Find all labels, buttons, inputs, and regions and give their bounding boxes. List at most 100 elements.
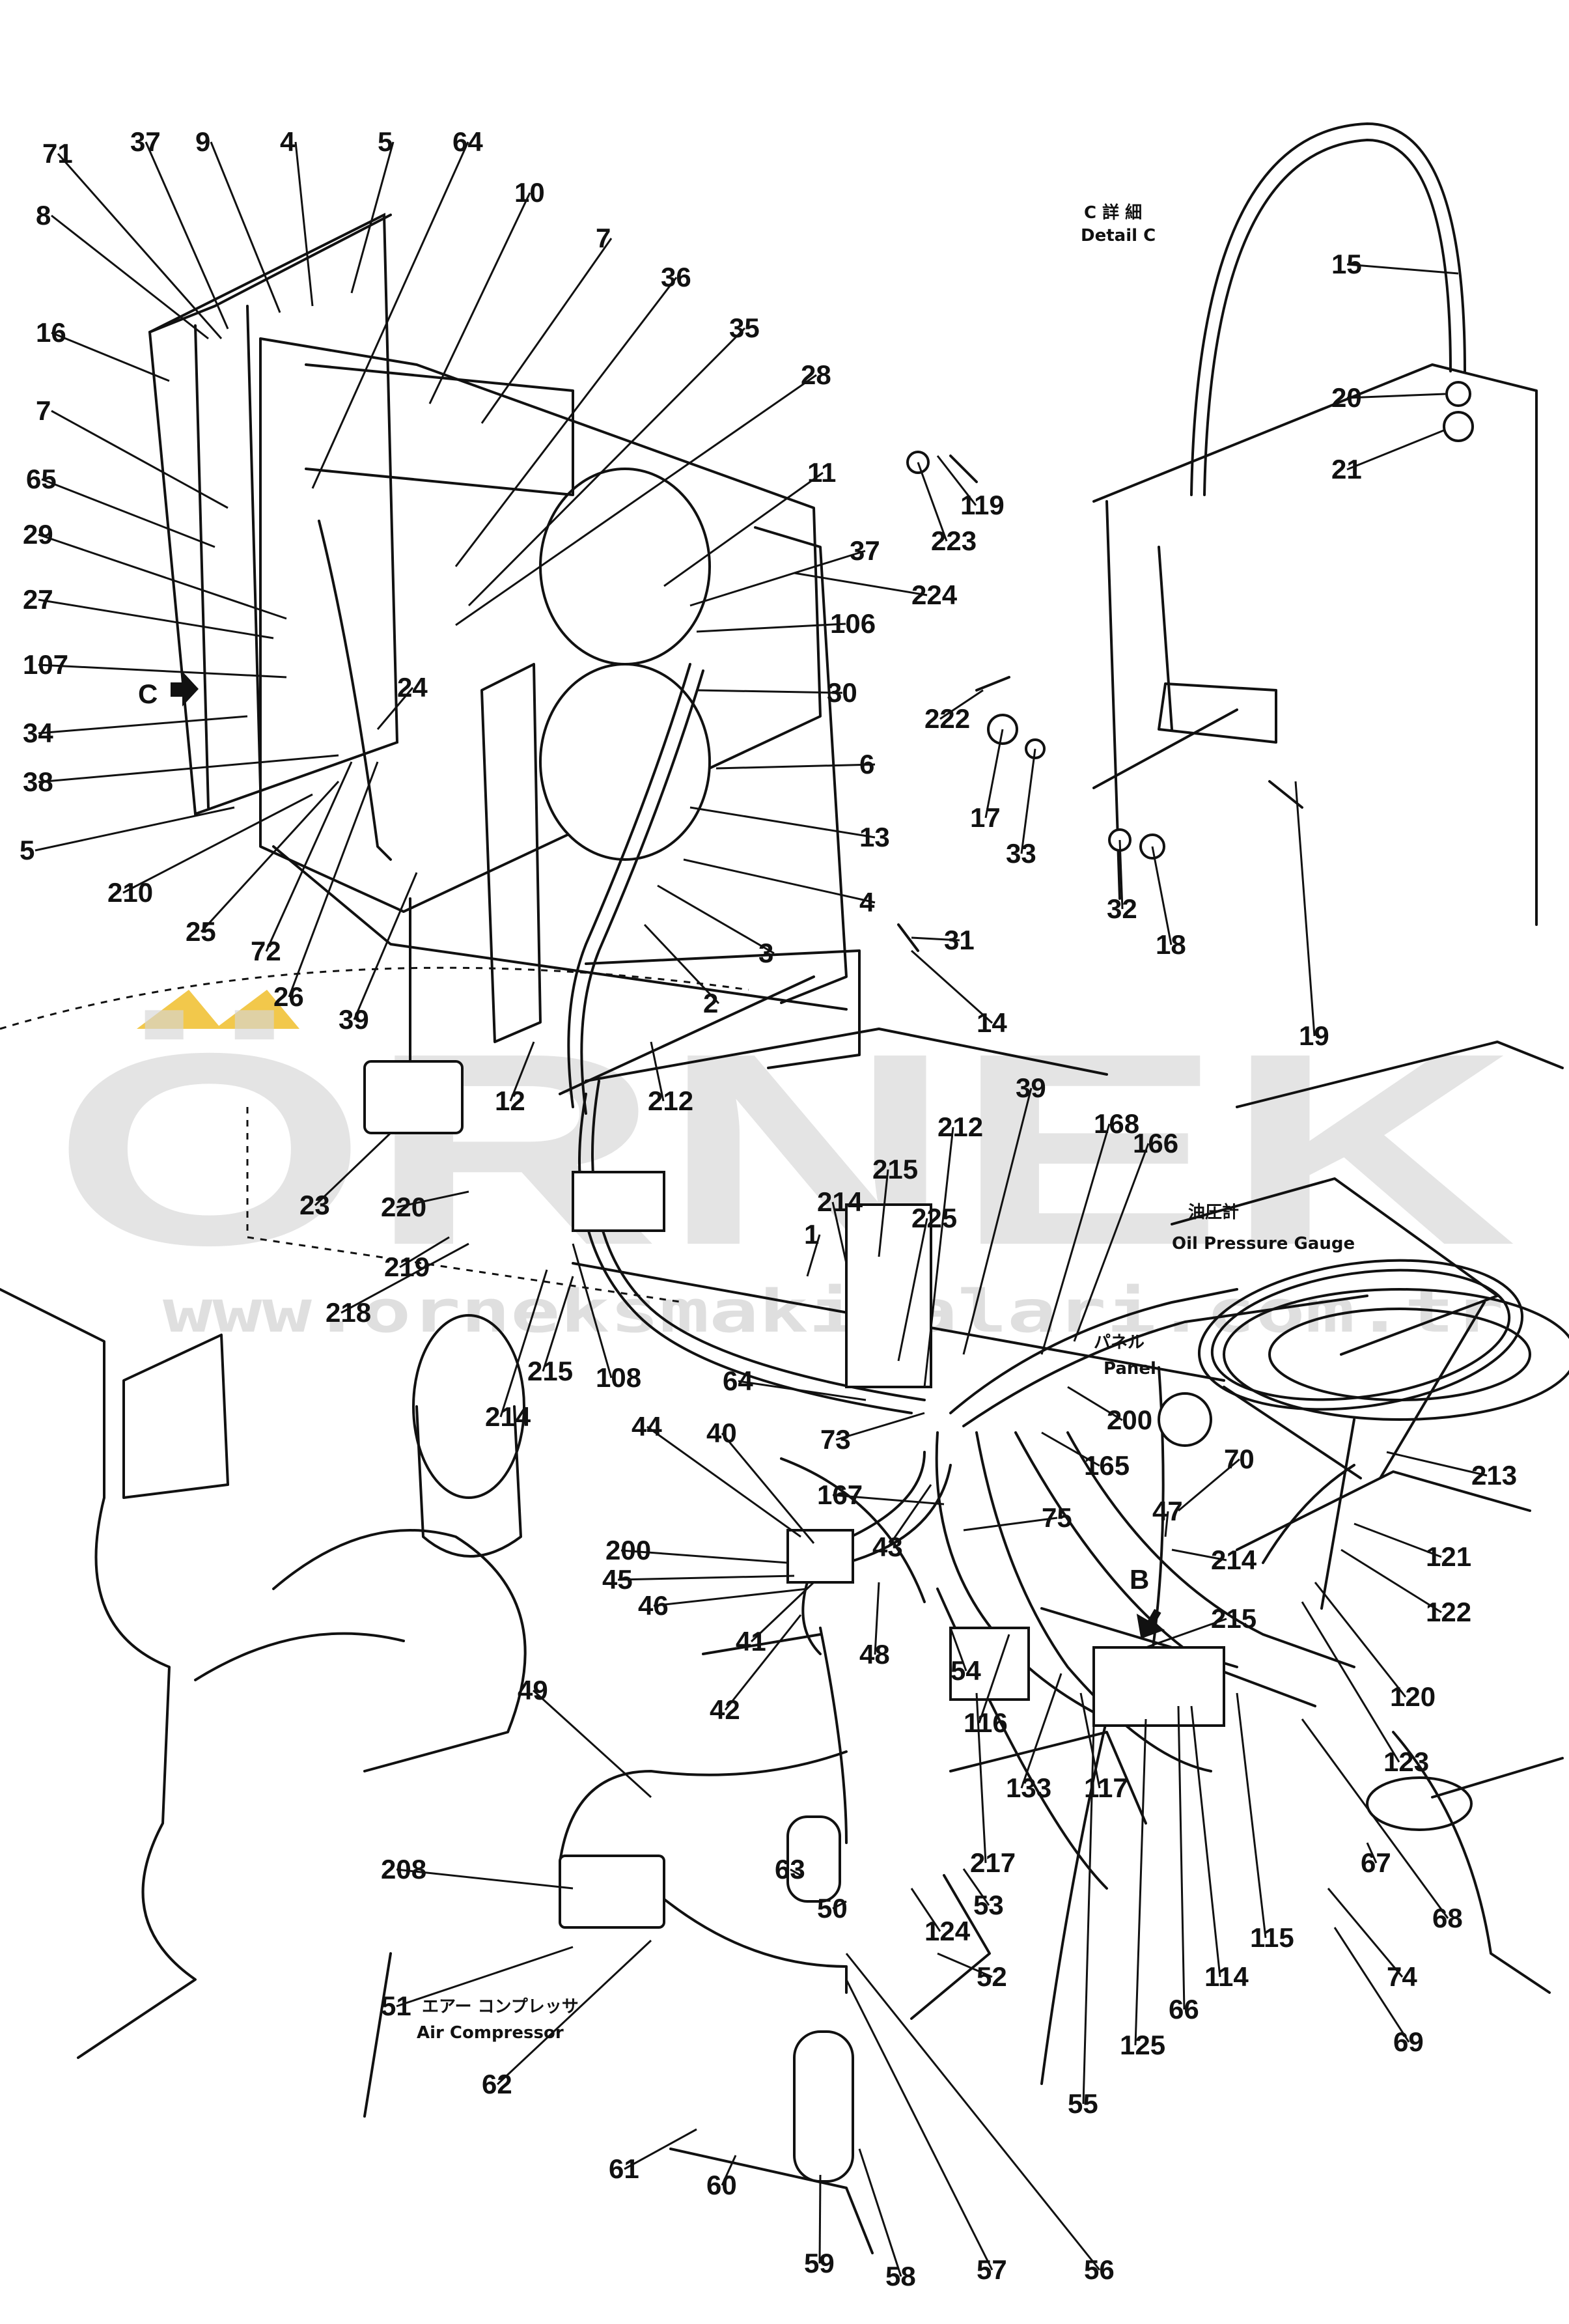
callout-75: 75 bbox=[1042, 1502, 1072, 1533]
leader-line-6 bbox=[715, 763, 876, 770]
bracket-plate bbox=[572, 1171, 665, 1232]
callout-47: 47 bbox=[1152, 1496, 1183, 1526]
leader-line-124 bbox=[910, 1888, 941, 1932]
callout-220: 220 bbox=[381, 1192, 426, 1222]
callout-214: 214 bbox=[1211, 1545, 1257, 1575]
callout-33: 33 bbox=[1006, 838, 1036, 869]
leader-line-19 bbox=[1294, 781, 1316, 1037]
callout-5: 5 bbox=[20, 835, 35, 865]
leader-line-3 bbox=[657, 884, 775, 955]
callout-27: 27 bbox=[23, 584, 53, 615]
note-panel-en: Panel bbox=[1104, 1359, 1156, 1379]
leader-line-16 bbox=[51, 331, 170, 382]
callout-60: 60 bbox=[706, 2170, 737, 2200]
callout-213: 213 bbox=[1471, 1460, 1517, 1491]
callout-65: 65 bbox=[26, 464, 57, 494]
leader-line-117 bbox=[1079, 1692, 1101, 1789]
callout-106: 106 bbox=[830, 608, 876, 639]
leader-line-28 bbox=[455, 374, 817, 626]
leader-line-34 bbox=[38, 715, 248, 735]
callout-29: 29 bbox=[23, 519, 53, 550]
callout-52: 52 bbox=[977, 1961, 1007, 1992]
callout-222: 222 bbox=[924, 703, 970, 734]
callout-10: 10 bbox=[514, 177, 545, 208]
callout-123: 123 bbox=[1383, 1746, 1429, 1777]
callout-119: 119 bbox=[960, 490, 1005, 520]
note-panel-jp: パネル bbox=[1094, 1333, 1145, 1352]
callout-212: 212 bbox=[648, 1085, 693, 1116]
callout-32: 32 bbox=[1107, 893, 1137, 924]
callout-70: 70 bbox=[1224, 1444, 1255, 1474]
callout-9: 9 bbox=[195, 126, 210, 157]
leader-line-55 bbox=[1082, 1725, 1095, 2105]
callout-66: 66 bbox=[1169, 1994, 1199, 2024]
leader-line-215 bbox=[1145, 1617, 1227, 1649]
leader-line-223 bbox=[917, 462, 948, 542]
callout-215: 215 bbox=[1211, 1603, 1257, 1634]
leader-line-212 bbox=[650, 1041, 665, 1102]
callout-8: 8 bbox=[36, 200, 51, 231]
leader-line-18 bbox=[1151, 846, 1173, 945]
callout-214: 214 bbox=[817, 1186, 863, 1217]
leader-line-20 bbox=[1346, 393, 1446, 399]
callout-35: 35 bbox=[729, 313, 760, 343]
callout-25: 25 bbox=[186, 916, 216, 947]
note-compressor-jp: エアー コンプレッサ bbox=[422, 1997, 579, 2017]
callout-120: 120 bbox=[1390, 1681, 1436, 1712]
watermark: ÖRNEK www.orneksmakinalari.com.tr bbox=[52, 990, 1517, 1346]
leader-line-58 bbox=[858, 2148, 902, 2277]
callout-115: 115 bbox=[1250, 1922, 1294, 1953]
leader-line-219 bbox=[399, 1236, 450, 1268]
callout-23: 23 bbox=[299, 1190, 330, 1220]
callout-7: 7 bbox=[36, 395, 51, 426]
leader-line-45 bbox=[617, 1575, 795, 1581]
leader-line-52 bbox=[937, 1952, 993, 1978]
arrow-c-label: C bbox=[138, 679, 158, 709]
leader-line-166 bbox=[1073, 1143, 1150, 1342]
leader-line-7 bbox=[480, 238, 613, 424]
callout-166: 166 bbox=[1133, 1128, 1178, 1158]
leader-line-71 bbox=[57, 153, 223, 339]
leader-line-30 bbox=[696, 689, 843, 694]
leader-line-27 bbox=[38, 598, 274, 639]
callout-210: 210 bbox=[107, 877, 153, 908]
callout-214: 214 bbox=[485, 1401, 531, 1432]
note-gauge-jp: 油圧計 bbox=[1188, 1202, 1239, 1222]
air-tank bbox=[305, 363, 574, 496]
leader-line-5 bbox=[35, 806, 235, 852]
leader-line-56 bbox=[845, 1953, 1101, 2271]
note-compressor-en: Air Compressor bbox=[417, 2023, 564, 2043]
callout-212: 212 bbox=[937, 1112, 983, 1142]
leader-line-11 bbox=[663, 471, 824, 587]
leader-line-214 bbox=[499, 1269, 548, 1418]
leader-line-54 bbox=[949, 1627, 967, 1672]
wiring-harness-plate bbox=[845, 1203, 932, 1388]
leader-line-213 bbox=[1386, 1451, 1488, 1477]
callout-6: 6 bbox=[859, 749, 874, 779]
leader-line-210 bbox=[122, 793, 313, 894]
callout-54: 54 bbox=[951, 1655, 981, 1686]
callout-3: 3 bbox=[758, 938, 773, 968]
leader-line-114 bbox=[1190, 1705, 1221, 1978]
leader-line-107 bbox=[38, 664, 287, 679]
leader-line-33 bbox=[1020, 748, 1036, 854]
callout-122: 122 bbox=[1426, 1597, 1471, 1627]
note-gauge-en: Oil Pressure Gauge bbox=[1172, 1234, 1355, 1253]
callout-121: 121 bbox=[1426, 1541, 1471, 1572]
callout-18: 18 bbox=[1156, 929, 1186, 960]
callout-40: 40 bbox=[706, 1418, 737, 1448]
callout-107: 107 bbox=[23, 649, 68, 680]
leader-line-37 bbox=[689, 550, 866, 607]
leader-line-29 bbox=[38, 533, 287, 620]
callout-19: 19 bbox=[1299, 1020, 1329, 1051]
callout-44: 44 bbox=[632, 1411, 662, 1442]
callout-17: 17 bbox=[970, 802, 1001, 833]
callout-46: 46 bbox=[638, 1590, 669, 1621]
leader-line-220 bbox=[396, 1190, 469, 1209]
watermark-accent-right bbox=[215, 990, 299, 1029]
callout-59: 59 bbox=[804, 2248, 835, 2278]
leader-line-25 bbox=[200, 780, 340, 933]
leader-line-61 bbox=[624, 2128, 697, 2170]
callout-63: 63 bbox=[775, 1854, 805, 1884]
